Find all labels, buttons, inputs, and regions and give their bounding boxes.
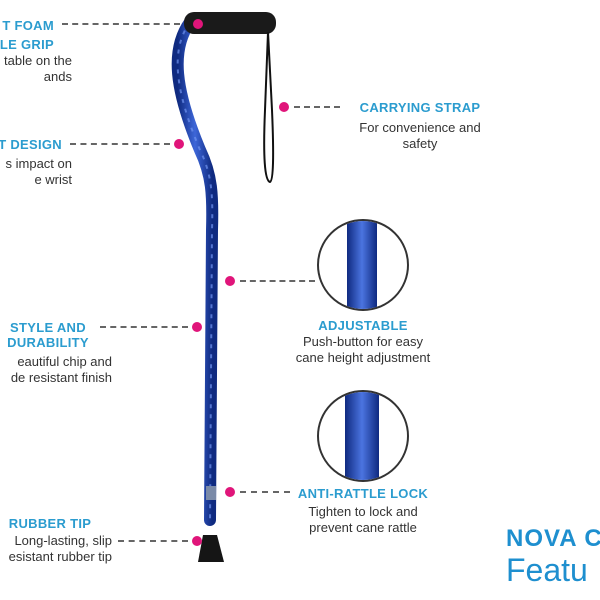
marker-dot bbox=[193, 19, 203, 29]
marker-dot bbox=[192, 536, 202, 546]
offset-design-title: T DESIGN bbox=[0, 137, 62, 152]
marker-dot bbox=[279, 102, 289, 112]
leader-line bbox=[100, 326, 188, 328]
foam-grip bbox=[184, 12, 276, 34]
marker-dot bbox=[174, 139, 184, 149]
rubber-tip-title: RUBBER TIP bbox=[8, 516, 92, 531]
leader-line bbox=[240, 280, 315, 282]
features-heading: Featu bbox=[506, 552, 588, 588]
marker-dot bbox=[225, 276, 235, 286]
cane-shaft bbox=[171, 16, 219, 526]
anti-rattle-title: ANTI-RATTLE LOCK bbox=[297, 486, 429, 501]
marker-dot bbox=[225, 487, 235, 497]
adjustable-detail-image bbox=[317, 219, 409, 311]
leader-line bbox=[240, 491, 290, 493]
leader-line bbox=[70, 143, 170, 145]
rubber-tip bbox=[198, 535, 224, 562]
leader-line bbox=[62, 23, 180, 25]
anti-rattle-detail-image bbox=[317, 390, 409, 482]
leader-line bbox=[294, 106, 340, 108]
adjustable-title: ADJUSTABLE bbox=[318, 318, 408, 333]
carrying-strap-icon bbox=[263, 31, 275, 184]
carrying-strap-title: CARRYING STRAP bbox=[359, 100, 481, 115]
marker-dot bbox=[192, 322, 202, 332]
leader-line bbox=[118, 540, 188, 542]
brand-title: NOVA C bbox=[506, 525, 600, 552]
grip-title: T FOAMOLE GRIP bbox=[0, 18, 54, 52]
